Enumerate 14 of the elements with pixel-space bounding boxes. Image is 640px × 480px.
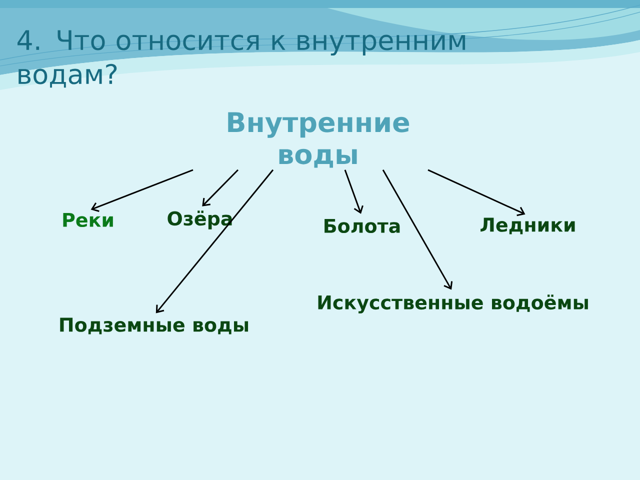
category-label: Реки: [63, 212, 113, 228]
category-label: Искусственные водоёмы: [318, 294, 588, 314]
category-label: Озёра: [168, 210, 232, 230]
arrow: [202, 169, 239, 206]
heading-text: Внутренние воды: [228, 112, 410, 168]
category-label: Подземные воды: [60, 318, 248, 334]
category-label: Ледники: [480, 218, 575, 234]
title: 4. Что относится к внутренним водам?: [18, 30, 466, 88]
arrow: [90, 169, 194, 212]
category-label: Болота: [324, 218, 400, 234]
arrow: [382, 170, 453, 290]
arrow: [344, 170, 364, 214]
arrow: [428, 169, 526, 216]
arrow: [156, 169, 274, 314]
